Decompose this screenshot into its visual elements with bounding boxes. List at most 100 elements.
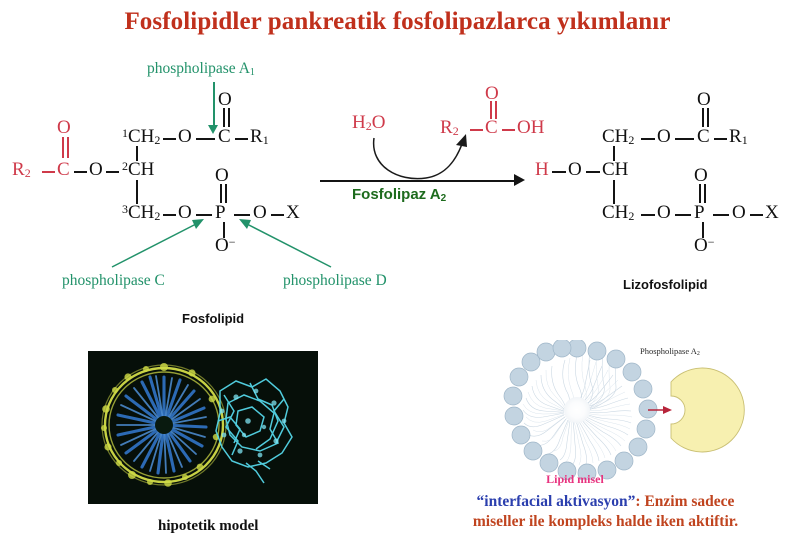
substrate-c2: 2CH [122,160,154,179]
enzyme-a1-text: phospholipase A [147,60,250,77]
product-r1-subscript: 1 [741,133,748,147]
bond-c-o-ester [74,171,87,173]
bond-h-o-product [552,171,566,173]
bond-c1-o [163,138,176,140]
product-phosphate-o-right: O [732,202,746,223]
micelle-enzyme-label: Phospholipase A2 [640,346,700,357]
c1-label: CH [128,126,155,147]
product-c3: CH2 [602,203,634,222]
water-molecule: H2O [352,113,385,132]
fatty-acid-carbon: C [485,117,498,138]
bond-o-x [271,214,284,216]
bond-o-c2-product [586,171,600,173]
fatty-acid-r2-letter: R [440,117,453,138]
substrate-phosphate-o-right: O [253,202,267,223]
substrate-phosphate-o-top: O [215,165,229,186]
c1-number: 1 [122,126,128,140]
substrate-carbonyl-carbon: C [57,159,70,180]
main-reaction-arrow-shaft [320,180,516,182]
reaction-enzyme-label: Fosfolipaz A2 [352,186,446,204]
micelle-enzyme-text: Phospholipase A [640,346,697,356]
page-title: Fosfolipidler pankreatik fosfolipazlarca… [124,8,671,35]
substrate-phosphate-o-left: O [178,202,192,223]
product-carbonyl-oxygen: O [697,89,711,110]
product-c2: CH [602,159,629,180]
main-reaction-arrow-head [514,174,525,186]
product-caption: Lizofosfolipid [623,277,708,292]
bond-product-c3-o [641,214,655,216]
product-c1-subscript: 2 [628,133,635,147]
substrate-c1: 1CH2 [122,127,160,146]
product-carbonyl-carbon: C [697,126,710,147]
fatty-acid-oxygen: O [485,83,499,104]
bond-p-ominus [223,222,225,238]
water-subscript: 2 [365,119,372,133]
micelle-enzyme-subscript: 2 [696,351,700,357]
product-phosphate-o-top: O [694,165,708,186]
c3-label: CH [128,202,155,223]
bond-c3-o [163,214,176,216]
substrate-c3: 3CH2 [122,203,160,222]
product-phosphate-o-minus: O− [694,236,715,255]
r1-subscript: 1 [262,133,269,147]
bond-c-oh [502,129,515,131]
caption-quoted-term: “interfacial aktivasyon” [476,493,636,510]
r2-subscript: 2 [24,166,31,180]
bond-product-o-c [675,138,694,140]
bond-product-c1-o [641,138,655,140]
enzyme-a1-subscript: 1 [249,67,255,78]
bond-o-p [196,214,212,216]
a1-arrow-head [208,125,218,134]
reaction-enzyme-text: Fosfolipaz A [352,186,441,203]
fatty-acid-r2-subscript: 2 [452,124,459,138]
bond-c1-c2 [136,146,138,161]
caption-line2: miseller ile kompleks halde iken aktifti… [472,513,739,530]
double-bond-c1-o [223,108,231,127]
c3-number: 3 [122,202,128,216]
bond-c1-r1 [235,138,248,140]
c1-subscript: 2 [154,133,161,147]
reaction-enzyme-subscript: 2 [440,193,447,204]
product-o-minus-charge: − [707,235,715,249]
product-r1-group: R1 [729,127,748,146]
substrate-x-group: X [286,202,300,223]
micelle-diagram [480,338,790,483]
product-phosphate-o-left: O [657,202,671,223]
product-o-minus-letter: O [694,235,708,256]
fatty-acid-hydroxyl: OH [517,117,545,138]
substrate-phosphate-o-minus: O− [215,236,236,255]
substrate-c1-ester-oxygen: O [178,126,192,147]
bond-c2-c3 [136,180,138,204]
curved-reaction-arrow [372,134,467,180]
bond-product-o-x [750,214,763,216]
bond-product-c2-c3 [613,180,615,204]
product-c3-subscript: 2 [628,209,635,223]
substrate-c1-carbonyl-carbon: C [218,126,231,147]
reaction-arrow-group: H2O Fosfolipaz A2 R2 C O OH [0,0,560,230]
bond-product-p-ominus [702,222,704,238]
enzyme-label-phospholipase-c: phospholipase C [62,272,165,289]
substrate-c1-carbonyl-oxygen: O [218,89,232,110]
c2-label: CH [128,159,155,180]
bond-product-c1-c2 [613,146,615,161]
substrate-r2-group: R2 [12,160,31,179]
product-ester-oxygen: O [657,126,671,147]
substrate-carbonyl-oxygen: O [57,117,71,138]
substrate-structure: phospholipase A1 R2 C O O 1CH2 2CH 3CH2 … [0,0,387,340]
hypothetical-model-image [88,351,318,504]
phospholipase-c-arrow [111,219,204,268]
water-h: H [352,112,366,133]
water-o: O [371,112,386,133]
o-minus-letter: O [215,235,229,256]
product-c1-label: CH [602,126,629,147]
product-x-group: X [765,202,779,223]
bond-fattyacid-r2-c [470,129,483,131]
o-minus-charge: − [228,235,236,249]
bond-product-p-o-right [713,214,729,216]
bond-p-o-right [234,214,250,216]
product-hydroxyl-oxygen: O [568,159,582,180]
product-c3-label: CH [602,202,629,223]
enzyme-label-phospholipase-d: phospholipase D [283,272,387,289]
substrate-caption: Fosfolipid [182,311,245,326]
bond-o-c2 [106,171,119,173]
